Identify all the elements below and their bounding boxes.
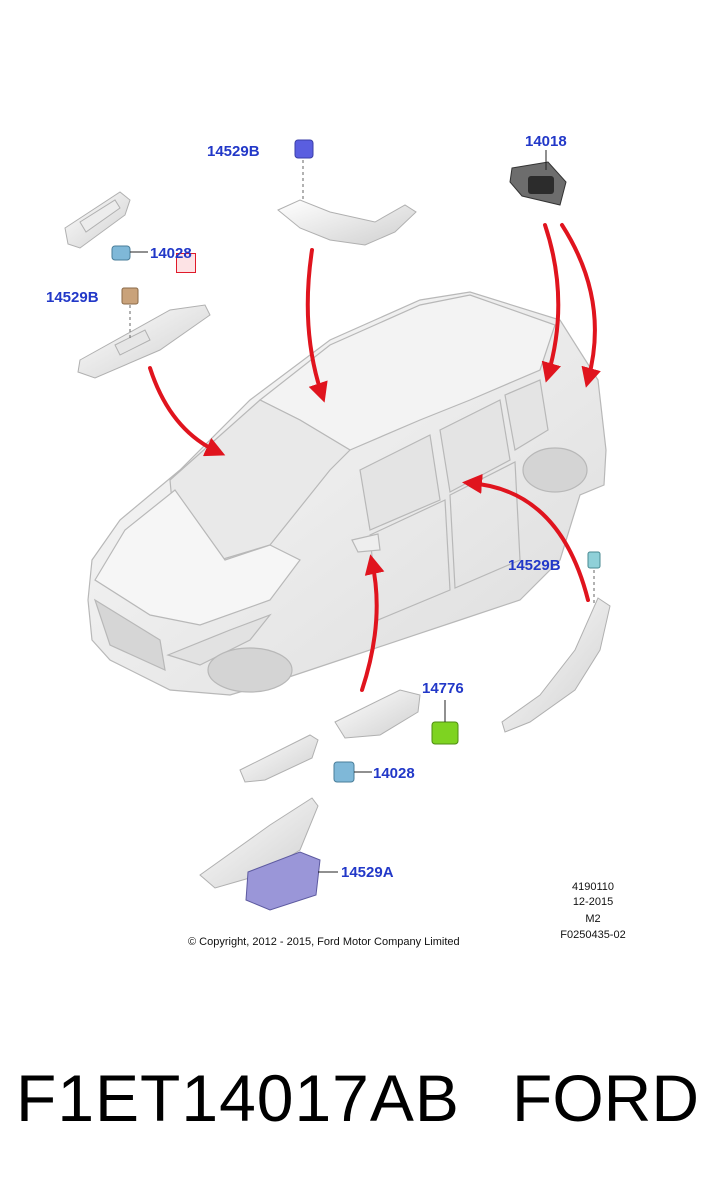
callout-bottom-green-switch: 14776 xyxy=(422,680,464,697)
bottom-master-switch xyxy=(245,851,338,911)
right-long-trim xyxy=(501,597,611,733)
top-center-trim-panel xyxy=(277,199,417,246)
arrow-bottom xyxy=(360,554,385,692)
bottom-trim-upper xyxy=(334,689,421,739)
callout-right-switch: 14529B xyxy=(508,557,561,574)
callout-left-switch: 14529B xyxy=(46,289,99,306)
arrow-right-door xyxy=(462,473,590,602)
right-switch xyxy=(587,551,601,605)
left-small-switch xyxy=(111,245,148,261)
callout-bottom-master-switch: 14529A xyxy=(341,864,394,881)
callout-top-right-module: 14018 xyxy=(525,133,567,150)
arrow-left xyxy=(148,366,226,457)
copyright-notice: © Copyright, 2012 - 2015, Ford Motor Com… xyxy=(188,936,460,948)
left-mid-switch xyxy=(121,287,139,340)
meta-line-3: M2 xyxy=(585,913,601,925)
bottom-blue-switch xyxy=(333,761,372,783)
red-arrows xyxy=(148,223,601,692)
meta-line-4: F0250435-02 xyxy=(560,929,626,941)
arrow-top-right-1 xyxy=(541,223,561,383)
vehicle-body xyxy=(87,291,607,696)
brand-name: FORD xyxy=(512,1061,699,1135)
highlight-marker xyxy=(176,253,196,273)
bottom-green-switch xyxy=(431,700,459,745)
part-number: F1ET14017AB xyxy=(16,1061,460,1135)
left-upper-trim xyxy=(64,191,131,249)
top-center-switch xyxy=(294,139,314,202)
left-mid-trim xyxy=(77,304,211,379)
arrow-top-center xyxy=(305,248,328,403)
bottom-trim-lower xyxy=(199,797,319,889)
callout-bottom-blue-switch: 14028 xyxy=(373,765,415,782)
meta-line-1: 4190110 xyxy=(571,881,614,893)
top-right-module xyxy=(509,150,567,206)
arrow-top-right-2 xyxy=(560,223,601,388)
bottom-trim-mid xyxy=(239,734,319,783)
exploded-parts-diagram xyxy=(64,139,611,911)
callout-top-center-switch: 14529B xyxy=(207,143,260,160)
callout-left-small-switch: 14028 xyxy=(150,245,192,262)
meta-line-2: 12-2015 xyxy=(572,896,614,908)
